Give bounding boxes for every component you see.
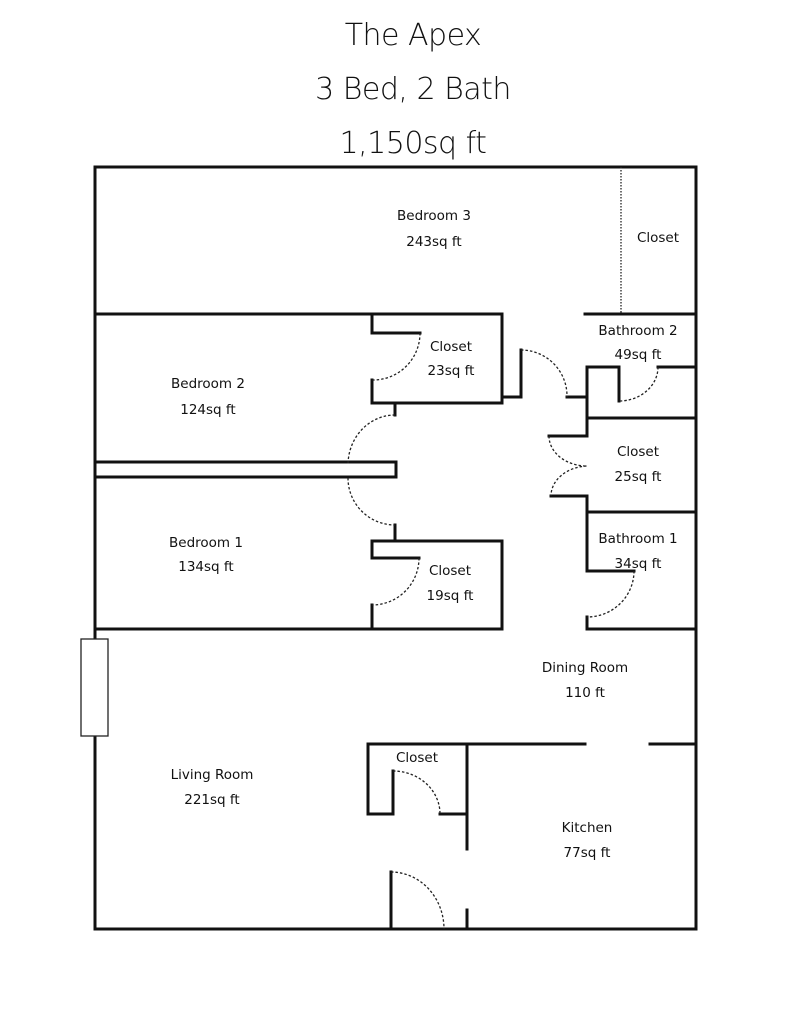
plan-area: 1,150sq ft: [339, 126, 487, 161]
room-area: 25sq ft: [615, 469, 662, 485]
door-swing: [586, 570, 635, 618]
room-name: Closet: [429, 563, 471, 579]
door-swing: [347, 414, 396, 466]
room-name: Bathroom 1: [598, 531, 677, 547]
room-name: Bedroom 2: [171, 376, 245, 392]
kitchen-wall: [366, 742, 698, 931]
room-name: Dining Room: [542, 660, 628, 676]
bedroom-divider-wall: [93, 401, 398, 543]
hall-closet-wall: [547, 416, 698, 514]
door-swing: [618, 366, 659, 402]
plan-name: The Apex: [344, 18, 482, 53]
room-name: Closet: [396, 750, 438, 766]
room-area: 19sq ft: [427, 588, 474, 604]
room-name: Closet: [637, 230, 679, 246]
room-area: 221sq ft: [184, 792, 239, 808]
room-area: 34sq ft: [615, 556, 662, 572]
plan-layout: 3 Bed, 2 Bath: [315, 72, 511, 107]
room-area: 124sq ft: [180, 402, 235, 418]
room-area: 49sq ft: [615, 347, 662, 363]
room-labels: Bedroom 3 243sq ft Closet Bedroom 2 124s…: [169, 208, 679, 861]
room-name: Kitchen: [562, 820, 613, 836]
room-area: 23sq ft: [428, 363, 475, 379]
room-name: Bedroom 1: [169, 535, 243, 551]
door-swing: [520, 349, 568, 398]
room-area: 77sq ft: [564, 845, 611, 861]
bedroom2-closet-wall: [370, 312, 589, 405]
doors: [347, 332, 659, 930]
entry-door-swing: [390, 871, 445, 930]
door-swing: [392, 770, 441, 815]
room-area: 110 ft: [565, 685, 605, 701]
door-swing: [347, 477, 396, 526]
door-swing: [371, 557, 420, 606]
bathroom2-wall: [585, 365, 698, 420]
room-name: Closet: [430, 339, 472, 355]
room-area: 134sq ft: [178, 559, 233, 575]
door-swing: [548, 435, 588, 497]
bathroom1-wall: [585, 510, 698, 631]
door-swing: [371, 332, 421, 381]
room-name: Closet: [617, 444, 659, 460]
window: [80, 638, 109, 737]
walls: [80, 165, 698, 931]
room-name: Bedroom 3: [397, 208, 471, 224]
bedroom1-closet-wall: [93, 539, 504, 631]
room-area: 243sq ft: [406, 234, 461, 250]
room-name: Bathroom 2: [598, 323, 677, 339]
room-name: Living Room: [171, 767, 254, 783]
outer-wall: [93, 165, 698, 931]
